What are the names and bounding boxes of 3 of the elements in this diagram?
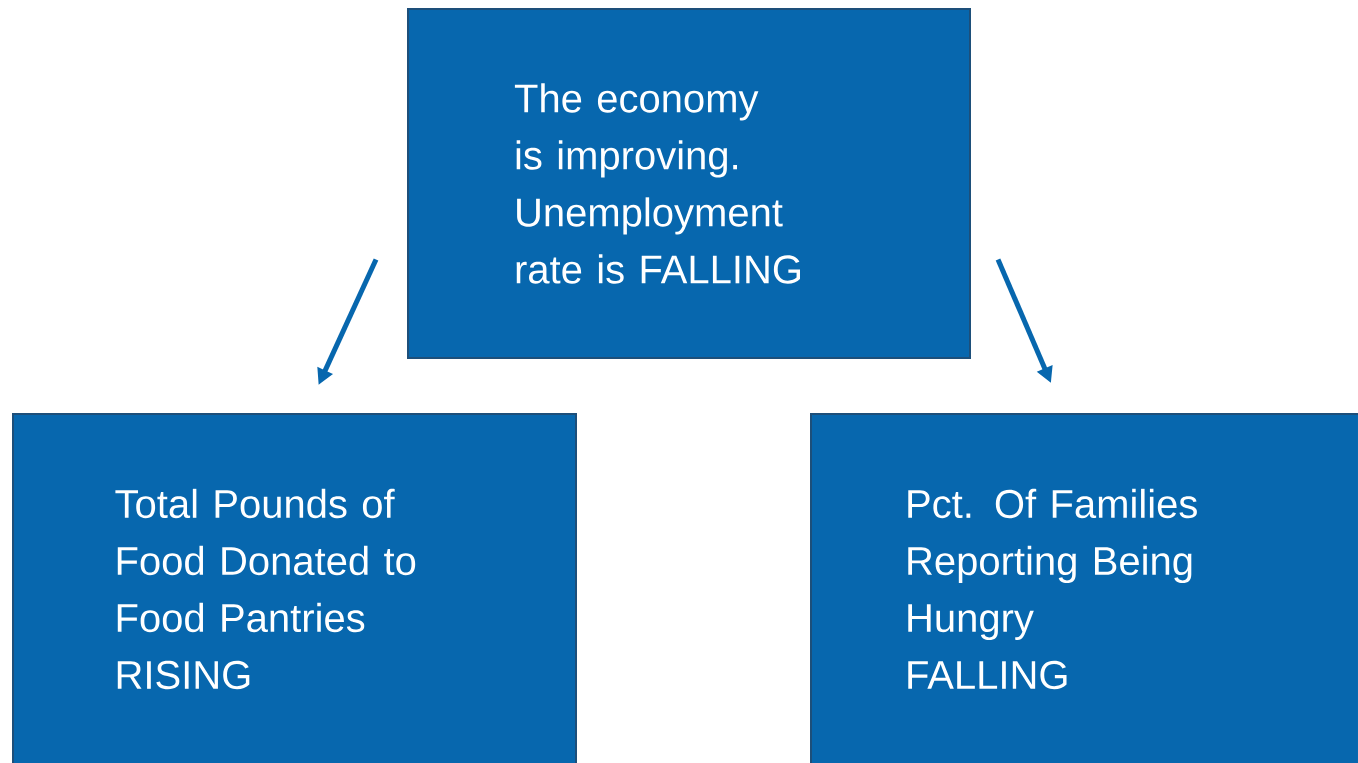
- text-box: Total Pounds of Food Donated to Food Pantries RISING: [12, 413, 577, 763]
- text-box: The economy is improving. Unemployment rate is FALLING: [407, 8, 971, 359]
- text-box: Pct. Of Families Reporting Being Hungry FALLING: [810, 413, 1358, 763]
